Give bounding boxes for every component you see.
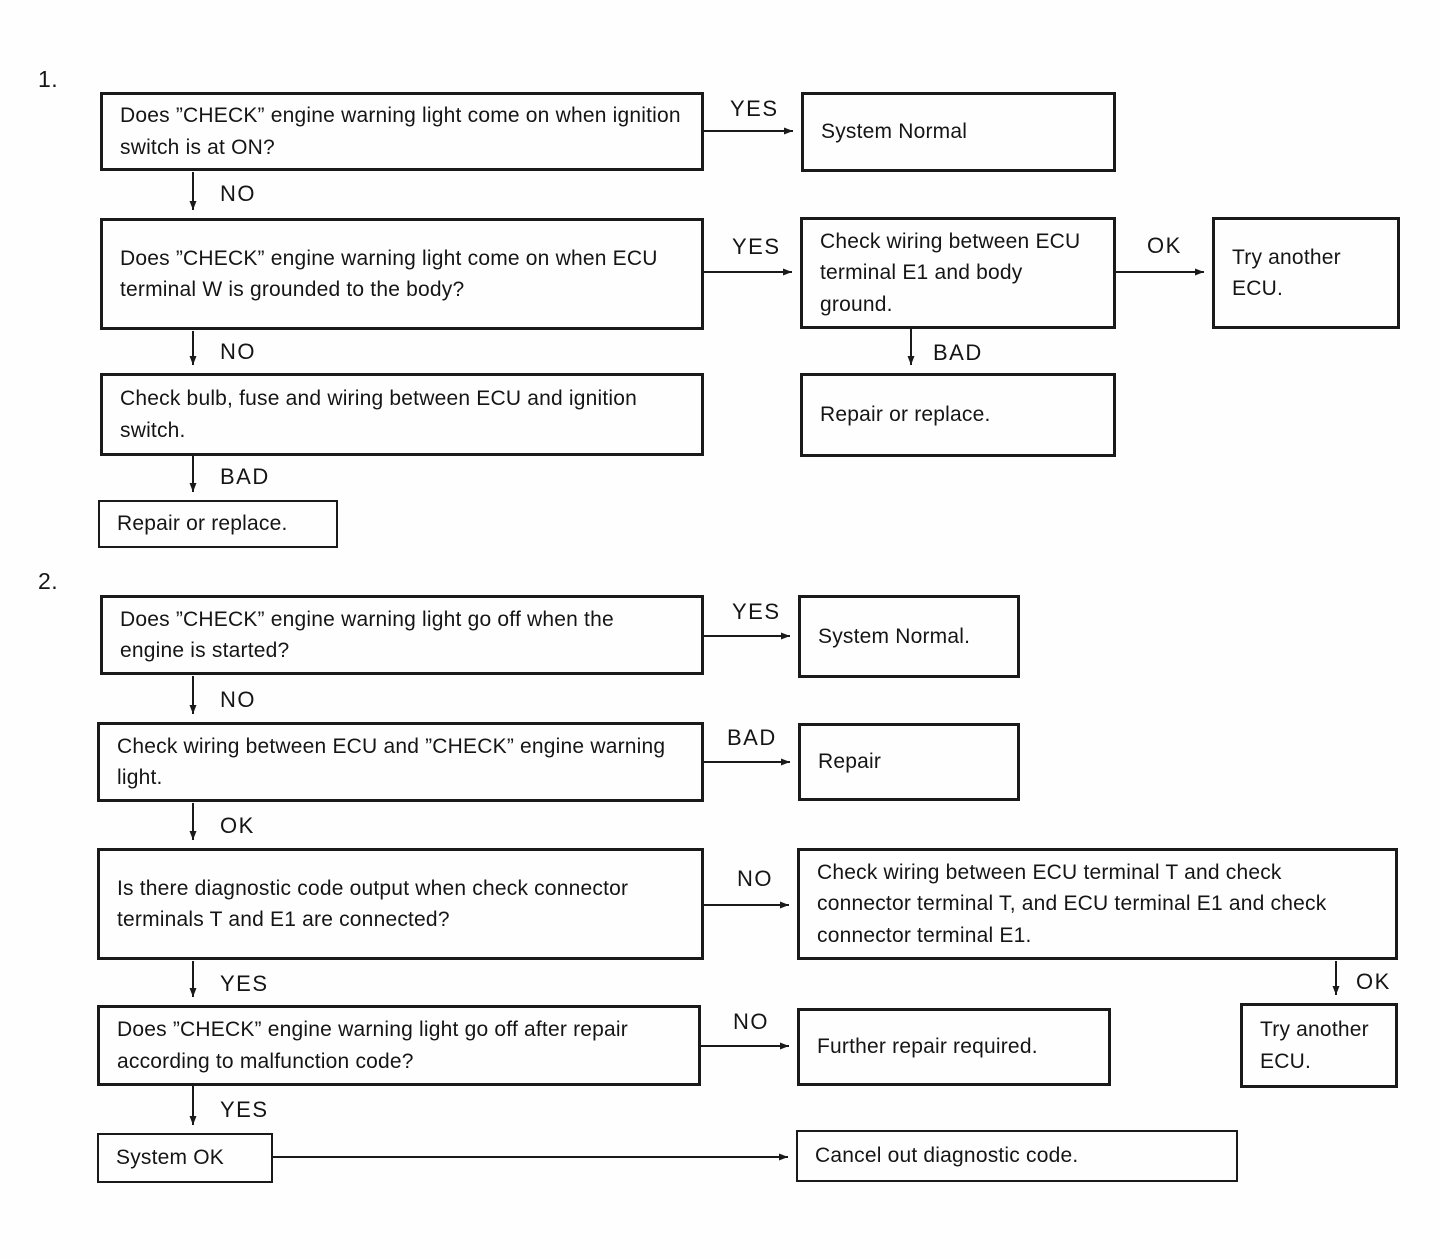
edge-label-ok-2: OK [220,813,255,838]
edge-label-yes-2: YES [732,234,781,259]
flow-box-q-light-off-repair: Does ”CHECK” engine warning light go off… [97,1005,701,1086]
flow-box-repair-or-replace-left: Repair or replace. [98,500,338,548]
edge-label-bad-3: BAD [727,725,777,750]
edge-label-bad-1: BAD [933,340,983,365]
flow-box-check-wiring-e1: Check wiring between ECU terminal E1 and… [800,217,1116,329]
flow-box-q-light-off-start: Does ”CHECK” engine warning light go off… [100,595,704,675]
edge-label-no-1: NO [220,181,256,206]
edge-label-no-3: NO [220,687,256,712]
flow-box-try-another-ecu-2: Try another ECU. [1240,1003,1398,1088]
edge-label-no-5: NO [733,1009,769,1034]
edge-label-yes-5: YES [220,1097,269,1122]
edge-label-ok-3: OK [1356,969,1391,994]
flow-box-q-diag-code: Is there diagnostic code output when che… [97,848,704,960]
flow-box-q-ignition-on: Does ”CHECK” engine warning light come o… [100,92,704,171]
section-1-number: 1. [38,66,59,92]
edge-label-no-4: NO [737,866,773,891]
flow-box-system-normal-2: System Normal. [798,595,1020,678]
flow-box-system-ok: System OK [97,1133,273,1183]
flow-box-try-another-ecu-1: Try another ECU. [1212,217,1400,329]
edge-label-ok-1: OK [1147,233,1182,258]
flow-box-check-wiring-t-e1: Check wiring between ECU terminal T and … [797,848,1398,960]
flow-box-repair: Repair [798,723,1020,801]
flow-box-system-normal-1: System Normal [801,92,1116,172]
flow-box-cancel-code: Cancel out diagnostic code. [796,1130,1238,1182]
edge-label-no-2: NO [220,339,256,364]
edge-label-yes-3: YES [732,599,781,624]
flow-box-q-terminal-w: Does ”CHECK” engine warning light come o… [100,218,704,330]
edge-label-yes-1: YES [730,96,779,121]
edge-label-yes-4: YES [220,971,269,996]
section-2-number: 2. [38,568,59,594]
flow-box-repair-or-replace-right: Repair or replace. [800,373,1116,457]
flow-box-further-repair: Further repair required. [797,1008,1111,1086]
edge-label-bad-2: BAD [220,464,270,489]
flow-box-check-bulb-fuse: Check bulb, fuse and wiring between ECU … [100,373,704,456]
flow-box-check-wiring-light: Check wiring between ECU and ”CHECK” eng… [97,722,704,802]
